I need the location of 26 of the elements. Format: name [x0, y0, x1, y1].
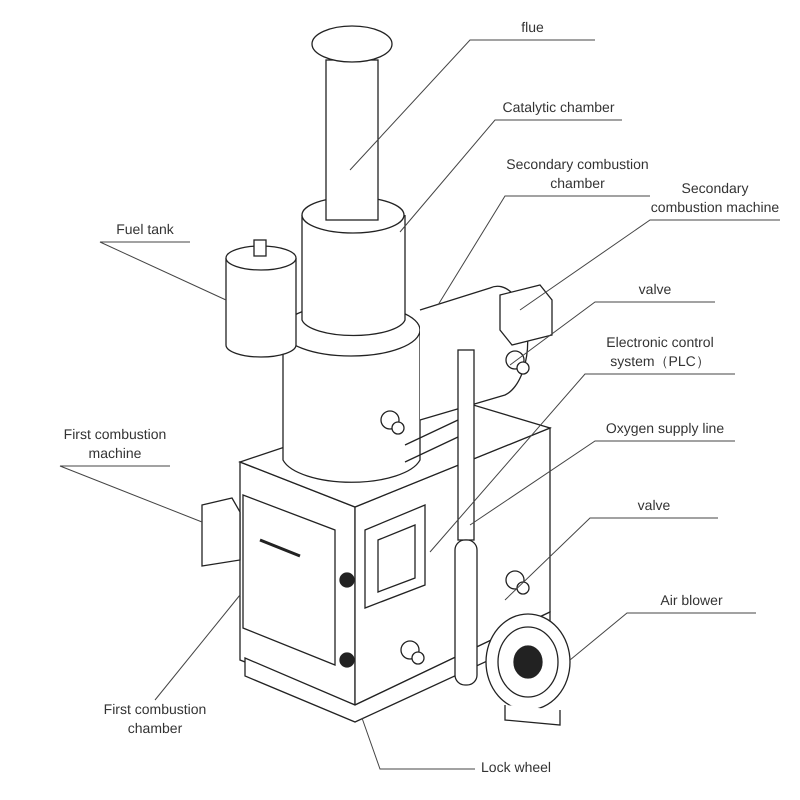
leader-line	[154, 594, 240, 700]
part-label: Secondary combustion machine	[650, 179, 780, 220]
leader-line	[510, 302, 716, 366]
part-label: Catalytic chamber	[495, 98, 622, 120]
part-label: First combustion chamber	[80, 700, 230, 741]
part-label: flue	[470, 18, 595, 40]
leader-line	[430, 374, 736, 552]
part-label: First combustion machine	[60, 425, 170, 466]
part-label: Lock wheel	[475, 758, 552, 780]
leader-line	[362, 718, 476, 770]
leader-line	[438, 196, 650, 306]
leader-line	[570, 612, 756, 660]
part-label: Air blower	[627, 591, 756, 613]
leader-line	[400, 120, 622, 232]
leader-line	[60, 466, 202, 522]
part-label: Oxygen supply line	[595, 419, 735, 441]
part-label: valve	[590, 496, 718, 518]
part-label: Secondary combustion chamber	[505, 155, 650, 196]
leader-line	[100, 242, 226, 300]
leader-line	[504, 518, 718, 600]
part-label: valve	[595, 280, 715, 302]
part-label: Electronic control system（PLC）	[585, 333, 735, 374]
leader-line	[350, 40, 596, 170]
leader-line	[520, 220, 780, 310]
leader-line	[470, 440, 736, 526]
part-label: Fuel tank	[100, 220, 190, 242]
